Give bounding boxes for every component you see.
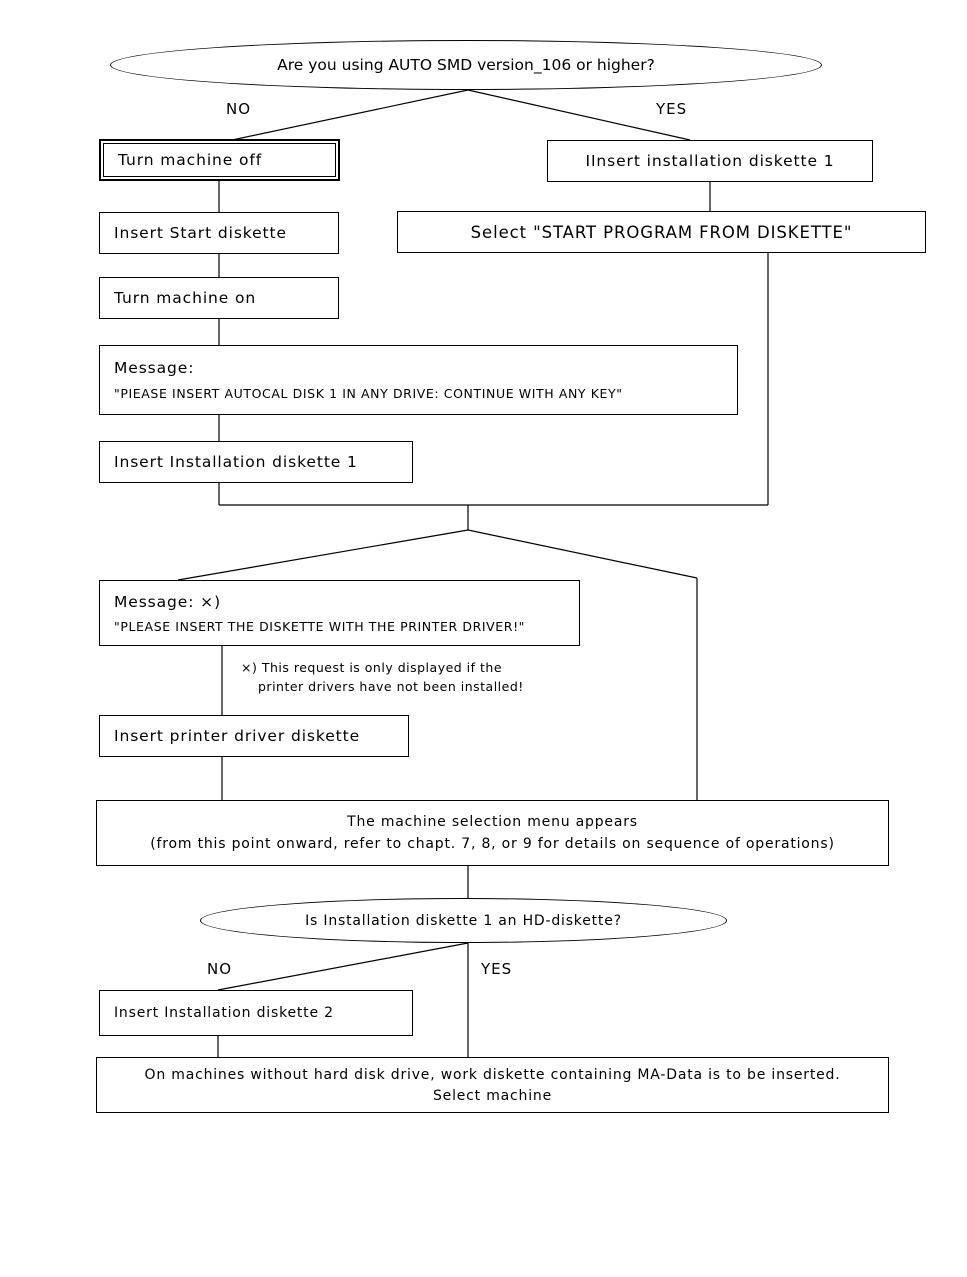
step-message-autocal: Message: "PIEASE INSERT AUTOCAL DISK 1 I… [99, 345, 738, 415]
step-insert-installation-diskette-2-label: Insert Installation diskette 2 [114, 1005, 334, 1021]
step-turn-machine-on-label: Turn machine on [114, 289, 257, 307]
step-insert-start-diskette-label: Insert Start diskette [114, 224, 287, 242]
edge-no-hd [217, 942, 469, 991]
machine-menu-line-1: The machine selection menu appears [347, 814, 638, 830]
edge-no-version [231, 89, 469, 141]
footnote-line-1: ×) This request is only displayed if the [241, 660, 503, 675]
step-turn-machine-off: Turn machine off [99, 139, 340, 181]
machine-menu-line-2: (from this point onward, refer to chapt.… [150, 836, 835, 852]
decision-version-check: Are you using AUTO SMD version_106 or hi… [110, 40, 822, 90]
message-printer-text: "PLEASE INSERT THE DISKETTE WITH THE PRI… [114, 618, 526, 634]
message-autocal-label: Message: [114, 359, 195, 377]
step-final-instruction: On machines without hard disk drive, wor… [96, 1057, 889, 1113]
step-message-printer-driver: Message: ×) "PLEASE INSERT THE DISKETTE … [99, 580, 580, 646]
step-turn-machine-on: Turn machine on [99, 277, 339, 319]
final-line-2: Select machine [432, 1087, 552, 1104]
step-select-start-program-label: Select "START PROGRAM FROM DISKETTE" [470, 222, 853, 242]
step-turn-machine-off-label: Turn machine off [118, 151, 263, 169]
decision-hd-diskette-check: Is Installation diskette 1 an HD-diskett… [200, 898, 727, 943]
decision-hd-diskette-text: Is Installation diskette 1 an HD-diskett… [305, 912, 622, 929]
step-insert-printer-driver-diskette: Insert printer driver diskette [99, 715, 409, 757]
step-insert-installation-diskette-1: Insert Installation diskette 1 [99, 441, 413, 483]
edge-split-left [177, 529, 469, 581]
branch-label-yes-version: YES [656, 100, 688, 118]
footnote-printer-drivers: ×) This request is only displayed if the… [241, 658, 581, 697]
message-autocal-text: "PIEASE INSERT AUTOCAL DISK 1 IN ANY DRI… [114, 386, 623, 401]
step-insert-start-diskette: Insert Start diskette [99, 212, 339, 254]
edge-split-right [467, 529, 698, 579]
step-insert-installation-diskette-1-right-label: IInsert installation diskette 1 [585, 152, 835, 170]
branch-label-no-version: NO [226, 100, 252, 118]
step-machine-selection-menu: The machine selection menu appears (from… [96, 800, 889, 866]
step-insert-installation-diskette-1-label: Insert Installation diskette 1 [114, 453, 358, 471]
step-insert-installation-diskette-2: Insert Installation diskette 2 [99, 990, 413, 1036]
step-select-start-program: Select "START PROGRAM FROM DISKETTE" [397, 211, 926, 253]
branch-label-no-hd: NO [207, 960, 233, 978]
decision-version-text: Are you using AUTO SMD version_106 or hi… [277, 56, 655, 74]
step-insert-printer-driver-diskette-label: Insert printer driver diskette [114, 727, 361, 745]
footnote-line-2: printer drivers have not been installed! [258, 679, 524, 695]
message-printer-label: Message: ×) [114, 592, 222, 611]
step-insert-installation-diskette-1-right: IInsert installation diskette 1 [547, 140, 873, 182]
branch-label-yes-hd: YES [481, 960, 513, 978]
final-line-1: On machines without hard disk drive, wor… [144, 1066, 841, 1083]
